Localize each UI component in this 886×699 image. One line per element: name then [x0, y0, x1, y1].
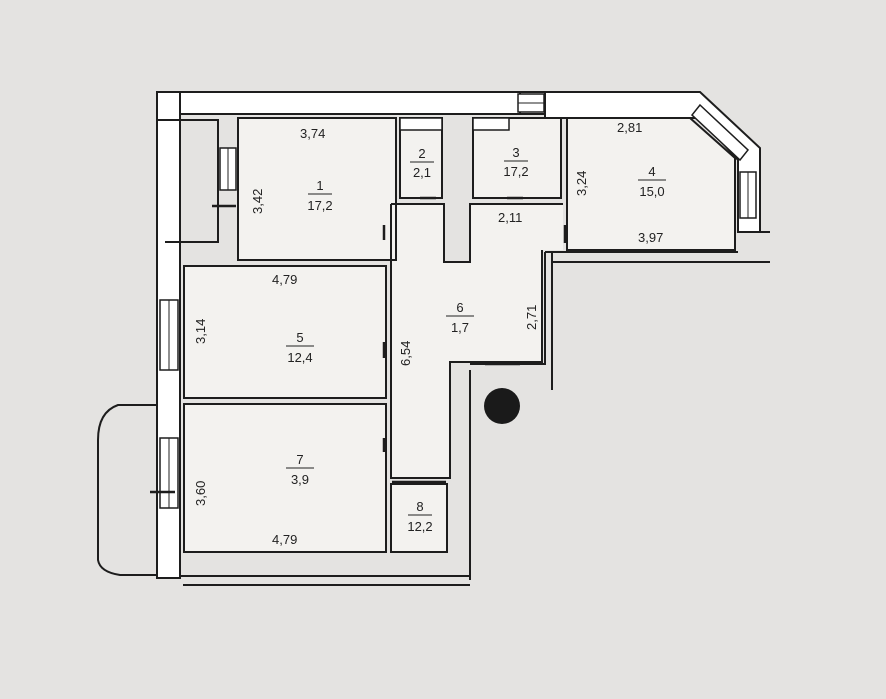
entrance-mark: [484, 388, 520, 424]
room-label-5: 1 17,2: [307, 178, 332, 213]
dim-room4-depth: 3,14: [193, 319, 208, 344]
room-area: 12,4: [287, 350, 312, 365]
room-area: 17,2: [307, 198, 332, 213]
room-label-4: 5 12,4: [286, 330, 314, 365]
room-6: [400, 118, 442, 198]
room-label-7: 3 17,2: [503, 145, 528, 179]
room-number: 5: [296, 330, 303, 345]
room-label-1: 6 1,7: [446, 300, 474, 335]
room-2: [391, 484, 447, 552]
dim-room8-bottom: 3,97: [638, 230, 663, 245]
room-3: [184, 404, 386, 552]
dim-room3-width: 4,79: [272, 532, 297, 547]
room-7: [473, 118, 561, 198]
rooms: [184, 118, 735, 552]
room-number: 4: [648, 164, 655, 179]
window-room7: [472, 117, 510, 131]
window-room8-bay: [690, 103, 750, 162]
room-label-8: 4 15,0: [638, 164, 666, 199]
room-label-3: 7 3,9: [286, 452, 314, 487]
room-area: 17,2: [503, 164, 528, 179]
room-number: 3: [512, 145, 519, 160]
room-1: [391, 204, 563, 478]
room-area: 3,9: [291, 472, 309, 487]
room-area: 12,2: [407, 519, 432, 534]
room-label-6: 2 2,1: [410, 146, 434, 180]
dim-room7-width: 2,11: [498, 210, 522, 225]
dim-room1-side: 2,71: [524, 305, 539, 330]
dim-room5-width: 3,74: [300, 126, 325, 141]
room-area: 15,0: [639, 184, 664, 199]
dim-room8-depth: 3,24: [574, 171, 589, 196]
room-area: 1,7: [451, 320, 469, 335]
room-area: 2,1: [413, 165, 431, 180]
dimension-labels: 3,74 3,42 2,81 3,24 3,97 2,11 4,79 3,14 …: [193, 120, 663, 547]
dim-room4-width: 4,79: [272, 272, 297, 287]
dim-room3-depth: 3,60: [193, 481, 208, 506]
room-number: 7: [296, 452, 303, 467]
room-number: 8: [416, 499, 423, 514]
room-4: [184, 266, 386, 398]
room-number: 2: [418, 146, 425, 161]
dim-room8-top: 2,81: [617, 120, 642, 135]
windows: [159, 93, 757, 509]
room-labels: 1 17,2 2 2,1 3 17,2 4 15,0 5 12,4 6 1,7: [286, 145, 666, 534]
doors: [150, 196, 567, 494]
window-room6: [399, 117, 443, 131]
room-label-2: 8 12,2: [407, 499, 432, 534]
room-number: 6: [456, 300, 463, 315]
dim-room1-length: 6,54: [398, 341, 413, 366]
room-8: [567, 118, 735, 250]
room-5: [238, 118, 396, 260]
dim-room5-depth: 3,42: [250, 189, 265, 214]
room-number: 1: [316, 178, 323, 193]
